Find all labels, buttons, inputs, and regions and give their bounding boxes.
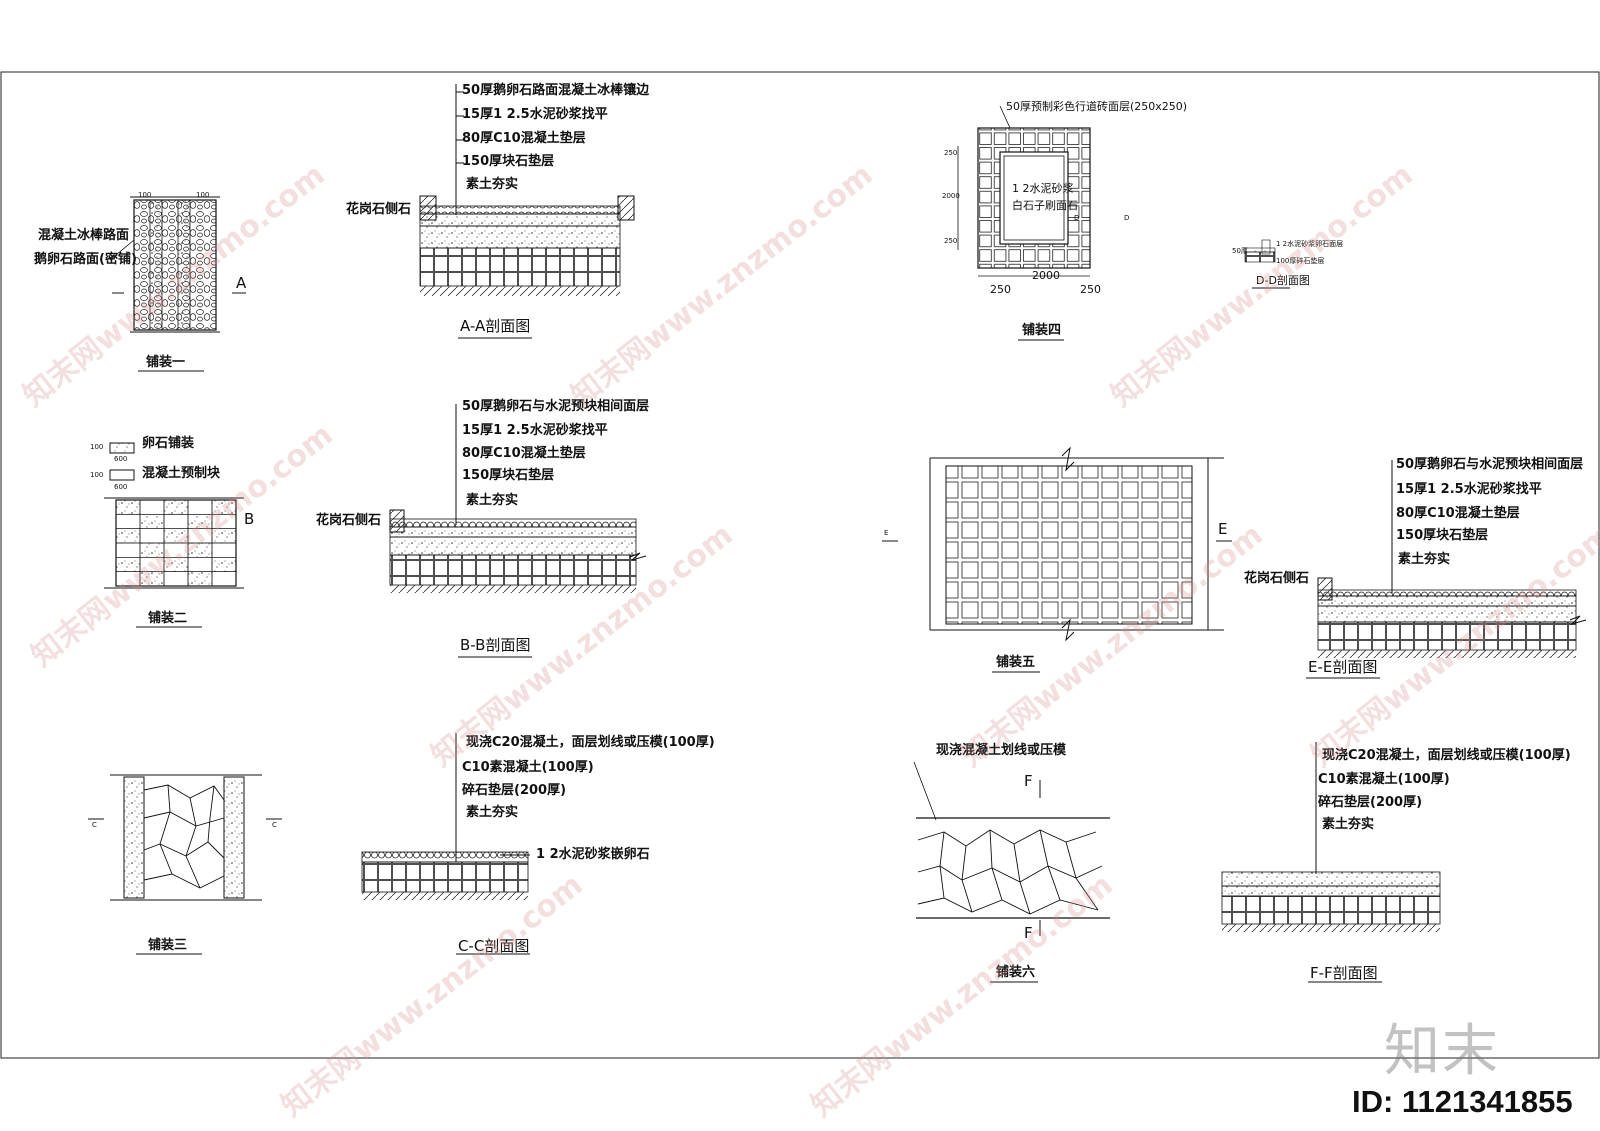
paving-2-cell — [115, 514, 141, 529]
brand-logo: 知末 — [1384, 1019, 1500, 1084]
bb-layer-1: 50厚鹅卵石与水泥预块相间面层 — [462, 399, 650, 414]
section-ff — [1221, 742, 1441, 932]
aa-title: A-A剖面图 — [460, 317, 531, 335]
p4-inner-note-1: 1 2水泥砂浆 — [1012, 182, 1074, 195]
ee-layer-5: 素土夯实 — [1398, 552, 1451, 567]
p3-mark-right: C — [272, 821, 277, 829]
paving-3-plan — [88, 774, 282, 901]
ff-layer-2: C10素混凝土(100厚) — [1318, 772, 1450, 787]
dd-note-1: 1 2水泥砂浆卵石面层 — [1276, 240, 1344, 248]
p4-title: 铺装四 — [1022, 323, 1062, 338]
ee-layer-4: 150厚块石垫层 — [1396, 528, 1489, 543]
p5-title: 铺装五 — [996, 655, 1036, 670]
cc-layer-4: 素土夯实 — [466, 805, 519, 820]
ee-layer-3: 80厚C10混凝土垫层 — [1396, 506, 1520, 521]
paving-4-plan — [957, 105, 1091, 277]
p1-title: 铺装一 — [146, 355, 186, 370]
aa-layer-5: 素土夯实 — [466, 177, 519, 192]
cc-layer-3: 碎石垫层(200厚) — [462, 783, 567, 798]
p2-dim-3: 100 — [90, 471, 104, 479]
paving-2-cell — [115, 499, 141, 515]
bb-layer-3: 80厚C10混凝土垫层 — [462, 446, 586, 461]
p6-title: 铺装六 — [996, 965, 1036, 980]
title-underlines — [136, 287, 1382, 983]
paving-2-cell — [211, 542, 237, 558]
ee-layer-2: 15厚1 2.5水泥砂浆找平 — [1396, 482, 1542, 497]
p2-section-mark: B — [244, 510, 255, 528]
p2-dim-2: 600 — [114, 455, 128, 463]
paving-2-cell — [139, 514, 165, 529]
bb-curb-label: 花岗石侧石 — [316, 513, 382, 528]
paving-2-cell — [187, 571, 213, 587]
p3-title: 铺装三 — [148, 938, 188, 953]
p2-dim-4: 600 — [114, 483, 128, 491]
bb-layer-2: 15厚1 2.5水泥砂浆找平 — [462, 423, 608, 438]
p1-section-mark: A — [236, 274, 247, 292]
p5-mark-left: E — [884, 529, 889, 537]
p6-note: 现浇混凝土划线或压模 — [936, 743, 1067, 758]
p4-dim-side-bottom: 250 — [944, 237, 958, 245]
cc-note: 1 2水泥砂浆嵌卵石 — [536, 847, 650, 862]
paving-2-cell — [211, 571, 237, 587]
p4-dim-side-mid: 2000 — [942, 192, 960, 200]
aa-layer-4: 150厚块石垫层 — [462, 154, 555, 169]
p4-dim-bottom-right: 250 — [1080, 283, 1101, 296]
bb-title: B-B剖面图 — [460, 636, 531, 654]
cc-layer-1: 现浇C20混凝土，面层划线或压模(100厚) — [466, 735, 715, 750]
p6-mark-top: F — [1024, 772, 1033, 790]
p2-dim-1: 100 — [90, 443, 104, 451]
p2-legend-pebble: 卵石铺装 — [142, 436, 195, 451]
paving-6-plan — [913, 761, 1110, 936]
p4-mark-inner: D — [1074, 214, 1080, 222]
aa-layer-2: 15厚1 2.5水泥砂浆找平 — [462, 107, 608, 122]
ee-curb-label: 花岗石侧石 — [1244, 571, 1310, 586]
p4-dim-bottom-mid: 2000 — [1032, 269, 1060, 282]
p5-mark-right: E — [1218, 520, 1228, 538]
p2-title: 铺装二 — [148, 611, 188, 626]
p1-dim-right: 100 — [196, 191, 210, 199]
cc-layer-2: C10素混凝土(100厚) — [462, 760, 594, 775]
p4-dim-side-top: 250 — [944, 149, 958, 157]
paving-5-plan — [882, 446, 1232, 642]
dd-note-2: 50厚 — [1232, 247, 1248, 255]
ff-layer-1: 现浇C20混凝土，面层划线或压模(100厚) — [1322, 748, 1571, 763]
image-id-label: ID: 1121341855 — [1352, 1084, 1573, 1119]
p4-inner-note-2: 白石子刷面石 — [1012, 199, 1078, 212]
paving-2-cell — [211, 557, 237, 572]
p4-dim-bottom-left: 250 — [990, 283, 1011, 296]
p1-label-ice-bar: 混凝土冰棒路面 — [38, 228, 130, 243]
p1-dim-left: 100 — [138, 191, 152, 199]
ff-layer-3: 碎石垫层(200厚) — [1318, 795, 1423, 810]
section-aa — [419, 84, 635, 296]
cc-title: C-C剖面图 — [458, 937, 530, 955]
section-dd — [1244, 239, 1276, 263]
ff-layer-4: 素土夯实 — [1322, 817, 1375, 832]
p4-mark-outer: D — [1124, 214, 1130, 222]
p3-mark-left: C — [92, 821, 97, 829]
ee-title: E-E剖面图 — [1308, 658, 1378, 676]
ff-title: F-F剖面图 — [1310, 964, 1378, 982]
paving-1-plan — [109, 196, 246, 333]
section-bb — [389, 404, 647, 593]
section-cc — [361, 733, 530, 900]
drawing-frame — [0, 71, 1600, 1059]
paving-2-plan — [104, 442, 244, 589]
p4-top-note: 50厚预制彩色行道砖面层(250x250) — [1006, 100, 1188, 113]
aa-curb-label: 花岗石侧石 — [346, 202, 412, 217]
p2-legend-block: 混凝土预制块 — [142, 466, 221, 481]
bb-layer-5: 素土夯实 — [466, 493, 519, 508]
bb-layer-4: 150厚块石垫层 — [462, 468, 555, 483]
dd-note-3: 100厚碎石垫层 — [1276, 257, 1325, 265]
ee-layer-1: 50厚鹅卵石与水泥预块相间面层 — [1396, 457, 1584, 472]
p1-label-pebble: 鹅卵石路面(密铺) — [34, 252, 137, 267]
aa-layer-3: 80厚C10混凝土垫层 — [462, 131, 586, 146]
paving-2-cell — [139, 499, 165, 515]
section-ee — [1317, 460, 1587, 658]
p6-mark-bottom: F — [1024, 924, 1033, 942]
dd-title: D-D剖面图 — [1256, 274, 1310, 287]
aa-layer-1: 50厚鹅卵石路面混凝土冰棒镶边 — [462, 83, 650, 98]
paving-2-cell — [115, 528, 141, 544]
